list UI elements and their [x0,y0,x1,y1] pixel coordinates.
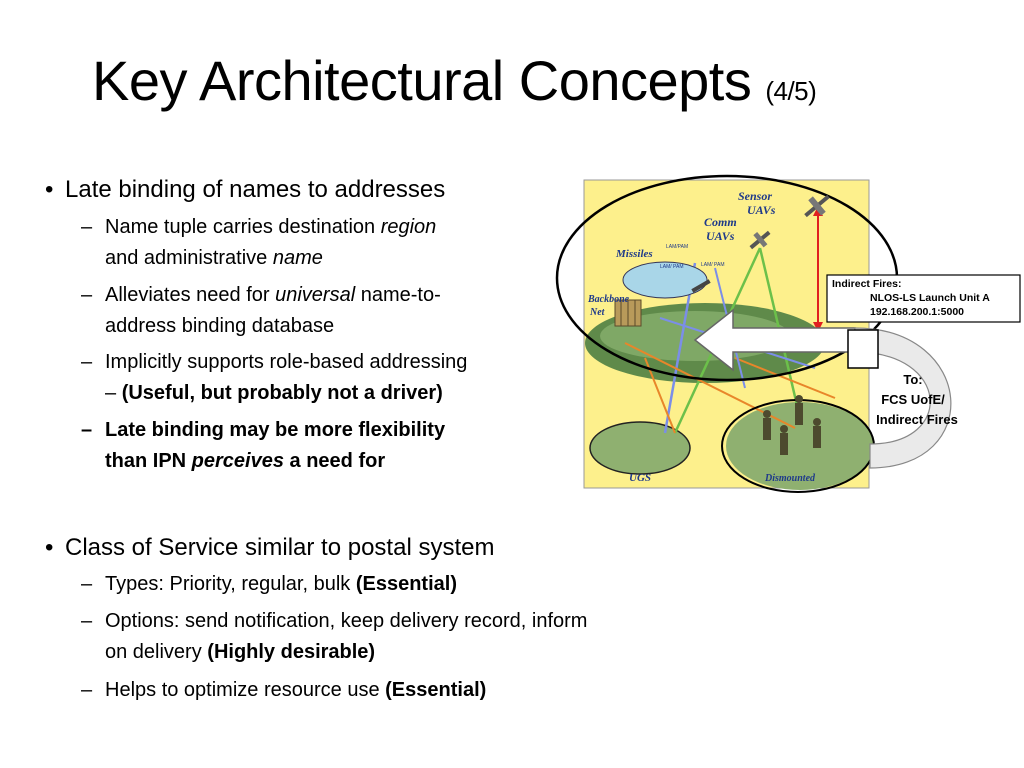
to-label: To: [903,372,922,387]
connector-box [847,329,879,369]
launch-unit-address: 192.168.200.1:5000 [870,306,964,318]
dash-marker: – [81,610,93,632]
comm-uavs-label-2: UAVs [706,229,735,243]
return-arrow-band [854,327,952,469]
text-segment: than IPN [105,450,192,472]
comm-uav-icon [749,230,771,250]
launch-unit-name: NLOS-LS Launch Unit A [870,292,990,304]
dash-marker: – [81,573,93,595]
title-page-indicator: (4/5) [765,76,817,106]
text-italic: region [380,216,437,238]
missiles-disc [622,261,708,299]
link-orange [734,357,836,399]
text-segment: Name tuple carries destination [105,216,381,238]
dismounted-label: Dismounted [764,473,816,484]
text-bold-italic: perceives [191,450,284,472]
text-segment: a need for [283,450,386,472]
text-bold: (Essential) [385,679,487,701]
lam-pam-label: LAM/PAM [666,244,688,250]
missile-icon [691,279,711,293]
lam-pam-label: LAM/ PAM [701,262,725,268]
text-segment: name-to- [355,284,441,306]
dash-marker: – [81,679,93,701]
sensor-uavs-label: Sensor [738,189,772,203]
soldier-icons [763,395,821,455]
text-segment: – [105,382,122,404]
sub-bullet-flexibility: – Late binding may be more flexibility t… [81,415,445,477]
sub-bullet-optimize: – Helps to optimize resource use (Essent… [81,675,486,706]
bullet-text: Late binding of names to addresses [65,176,446,203]
text-segment: address binding database [105,315,335,337]
indirect-fires-box [826,274,1021,323]
sensor-uav-icon [804,194,830,218]
to-destination-2: Indirect Fires [876,412,958,427]
arrow-head-down [813,322,823,332]
sub-bullet-role-based: – Implicitly supports role-based address… [81,347,467,409]
sensor-uavs-label-2: UAVs [747,203,776,217]
sub-bullet-alleviates: – Alleviates need for universal name-to-… [81,280,441,342]
dash-marker: – [81,419,93,441]
bullet-text: Class of Service similar to postal syste… [65,534,495,561]
text-segment: on delivery [105,641,208,663]
binding-arrow [693,308,856,372]
sub-bullet-options: – Options: send notification, keep deliv… [81,606,587,668]
missiles-label: Missiles [615,248,653,260]
backbone-label-2: Net [589,307,606,318]
text-bold: (Highly desirable) [207,641,376,663]
sub-bullet-name-tuple: – Name tuple carries destination region … [81,212,436,274]
text-segment: and administrative [105,247,273,269]
text-segment: Late binding may be more flexibility [105,419,446,441]
text-segment: Types: Priority, regular, bulk [105,573,356,595]
dash-marker: – [81,284,93,306]
ugs-zone [589,421,691,475]
text-bold: (Essential) [355,573,457,595]
backbone-building-icon [614,299,642,327]
bullet-marker: • [45,534,54,561]
bullet-marker: • [45,176,54,203]
sub-bullet-types: – Types: Priority, regular, bulk (Essent… [81,569,457,600]
text-segment: Helps to optimize resource use [105,679,386,701]
text-segment: Alleviates need for [105,284,276,306]
text-bold: (Useful, but probably not a driver) [121,382,443,404]
slide-title: Key Architectural Concepts (4/5) [92,46,817,126]
text-italic: universal [275,284,356,306]
text-segment: Options: send notification, keep deliver… [105,610,588,632]
comm-uavs-label: Comm [704,215,737,229]
link-orange [644,357,676,434]
indirect-fires-title: Indirect Fires: [832,278,901,290]
bullet-class-of-service: • Class of Service similar to postal sys… [45,533,494,563]
backbone-label: Backbone [587,294,630,305]
text-segment: Implicitly supports role-based addressin… [105,351,468,373]
ugs-label: UGS [629,472,651,484]
dash-marker: – [81,351,93,373]
text-italic: name [272,247,323,269]
to-destination: FCS UofE/ [881,392,945,407]
lam-pam-label: LAM/ PAM [660,264,684,270]
bullet-late-binding: • Late binding of names to addresses [45,175,445,205]
title-main: Key Architectural Concepts [92,49,752,112]
network-diagram: Sensor UAVs Comm UAVs Missiles LAM/PAM L… [555,174,1021,493]
dash-marker: – [81,216,93,238]
